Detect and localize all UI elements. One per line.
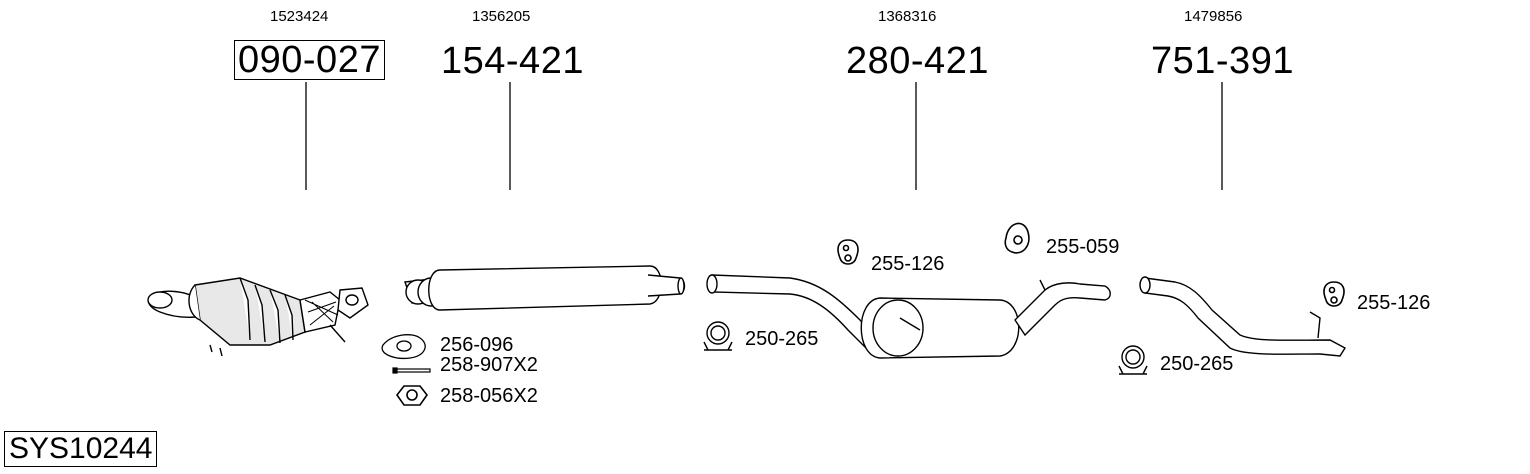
hanger-icon — [837, 239, 859, 265]
nut-icon — [396, 385, 428, 406]
front-silencer-drawing — [404, 265, 686, 311]
clamp-label-1[interactable]: 250-265 — [745, 328, 819, 350]
gasket-icon — [381, 334, 426, 360]
bolt-icon — [392, 367, 431, 374]
hanger-label-2[interactable]: 255-059 — [1046, 236, 1120, 258]
hanger-icon — [1323, 281, 1345, 307]
part-number-tail-pipe[interactable]: 751-391 — [1151, 40, 1294, 82]
clamp-icon — [703, 321, 733, 351]
part-ref-2: 1356205 — [472, 8, 531, 25]
part-number-front-silencer[interactable]: 154-421 — [441, 40, 584, 82]
hanger-label-1[interactable]: 255-126 — [871, 253, 945, 275]
hanger-icon — [1004, 222, 1030, 254]
part-ref-3: 1368316 — [878, 8, 937, 25]
hanger-label-3[interactable]: 255-126 — [1357, 292, 1431, 314]
middle-silencer-drawing — [706, 274, 1111, 359]
catalytic-converter-drawing — [147, 277, 369, 357]
nut-label[interactable]: 258-056X2 — [440, 385, 538, 407]
tail-pipe-drawing — [1139, 276, 1346, 357]
part-ref-4: 1479856 — [1184, 8, 1243, 25]
gasket-label[interactable]: 256-096 — [440, 334, 514, 356]
clamp-icon — [1118, 345, 1148, 375]
part-ref-1: 1523424 — [270, 8, 329, 25]
bolt-label[interactable]: 258-907X2 — [440, 354, 538, 376]
part-number-catalytic-converter[interactable]: 090-027 — [234, 40, 385, 80]
part-number-middle-silencer[interactable]: 280-421 — [846, 40, 989, 82]
system-code: SYS10244 — [4, 431, 158, 467]
clamp-label-2[interactable]: 250-265 — [1160, 353, 1234, 375]
